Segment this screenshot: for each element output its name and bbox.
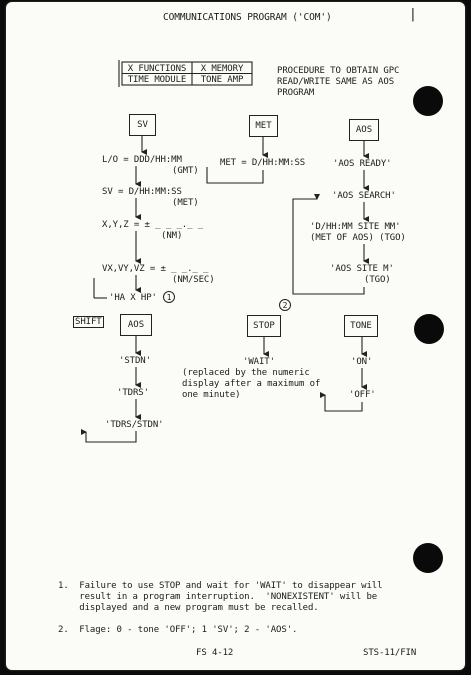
table-cell: TIME MODULE bbox=[127, 75, 187, 85]
xyz-line: X,Y,Z = ± _ _ _._ _ bbox=[102, 220, 204, 230]
met-line: MET = D/HH:MM:SS bbox=[220, 158, 306, 168]
note-1-marker: 1 bbox=[163, 291, 175, 303]
tdrs-stdn-display: 'TDRS/STDN' bbox=[105, 420, 164, 430]
page-title: COMMUNICATIONS PROGRAM ('COM') bbox=[163, 12, 332, 23]
procedure-note-line: PROCEDURE TO OBTAIN GPC bbox=[277, 66, 400, 76]
ha-hp-line: 'HA X HP' bbox=[109, 293, 157, 303]
wait-note-line: display after a maximum of bbox=[182, 379, 321, 389]
xyz-sub: (NM) bbox=[161, 231, 183, 241]
wait-note-line: (replaced by the numeric bbox=[182, 368, 310, 378]
binder-hole bbox=[413, 86, 443, 116]
aos-site-mm-sub: (MET OF AOS) (TGO) bbox=[310, 233, 406, 243]
table-cell: X MEMORY bbox=[200, 64, 244, 74]
footnote-2: 2. Flage: 0 - tone 'OFF'; 1 'SV'; 2 - 'A… bbox=[58, 625, 298, 635]
aos-ready: 'AOS READY' bbox=[333, 159, 392, 169]
wait-note-line: one minute) bbox=[182, 390, 241, 400]
procedure-note-line: PROGRAM bbox=[277, 88, 315, 98]
tone-off: 'OFF' bbox=[349, 390, 376, 400]
page-number: FS 4-12 bbox=[196, 648, 234, 658]
tone-key: TONE bbox=[344, 315, 378, 337]
tdrs-display: 'TDRS' bbox=[117, 388, 149, 398]
binder-hole bbox=[413, 543, 443, 573]
stdn-display: 'STDN' bbox=[119, 356, 151, 366]
aos-site-mm: 'D/HH:MM SITE MM' bbox=[310, 222, 401, 232]
shift-key: SHIFT bbox=[73, 316, 104, 328]
note-2-marker: 2 bbox=[279, 299, 291, 311]
sv-line: SV = D/HH:MM:SS bbox=[102, 187, 182, 197]
table-cell: TONE AMP bbox=[200, 75, 244, 85]
binder-hole bbox=[414, 314, 444, 344]
header-bar: | bbox=[409, 7, 417, 22]
doc-id: STS-11/FIN bbox=[363, 648, 417, 658]
footnote-1-line: 1. Failure to use STOP and wait for 'WAI… bbox=[58, 581, 383, 591]
tone-on: 'ON' bbox=[351, 357, 373, 367]
procedure-card: COMMUNICATIONS PROGRAM ('COM') | X FUNCT… bbox=[6, 2, 465, 670]
aos-site-m: 'AOS SITE M' bbox=[330, 264, 394, 274]
lo-line: L/O = DDD/HH:MM bbox=[102, 155, 182, 165]
sv-key: SV bbox=[129, 114, 156, 136]
flow-lines bbox=[81, 60, 369, 443]
aos-search: 'AOS SEARCH' bbox=[332, 191, 396, 201]
vxyz-sub: (NM/SEC) bbox=[172, 275, 215, 285]
sv-sub: (MET) bbox=[172, 198, 199, 208]
stop-key: STOP bbox=[247, 315, 281, 337]
procedure-note-line: READ/WRITE SAME AS AOS bbox=[277, 77, 395, 87]
met-key: MET bbox=[249, 115, 278, 137]
vxyz-line: VX,VY,VZ = ± _ _._ _ bbox=[102, 264, 209, 274]
footnote-1-line: displayed and a new program must be reca… bbox=[58, 603, 319, 613]
footnote-1-line: result in a program interruption. 'NONEX… bbox=[58, 592, 378, 602]
aos-key-lower: AOS bbox=[120, 314, 152, 336]
aos-key-upper: AOS bbox=[349, 119, 379, 141]
aos-site-m-sub: (TGO) bbox=[364, 275, 391, 285]
wait-display: 'WAIT' bbox=[243, 357, 275, 367]
lo-sub: (GMT) bbox=[172, 166, 199, 176]
table-cell: X FUNCTIONS bbox=[127, 64, 187, 74]
